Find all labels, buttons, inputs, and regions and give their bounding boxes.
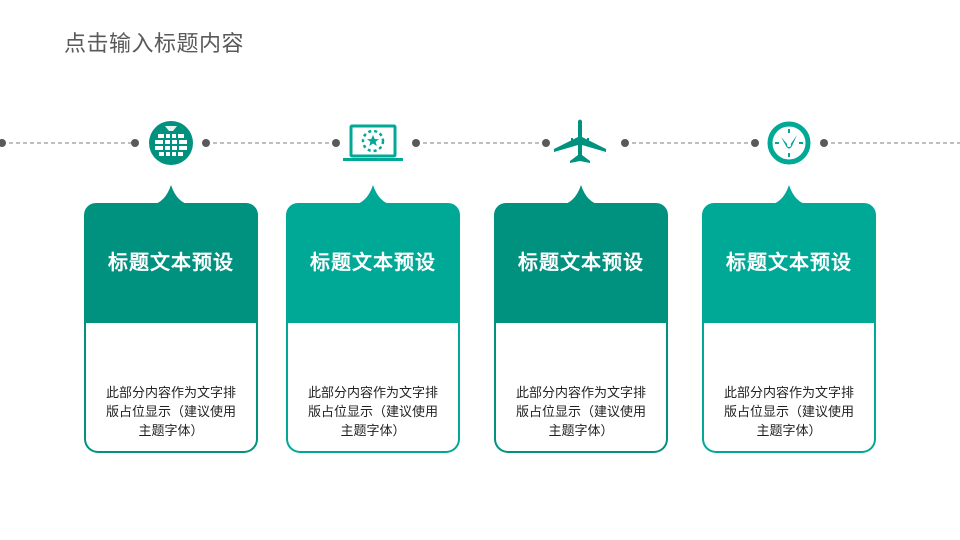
timeline-dot — [332, 139, 340, 147]
clock-icon — [767, 121, 811, 165]
card-header: 标题文本预设 — [494, 203, 668, 323]
timeline-dots — [0, 139, 828, 147]
timeline-dot — [621, 139, 629, 147]
card-body: 此部分内容作为文字排版占位显示（建议使用主题字体） — [702, 323, 876, 453]
card: 标题文本预设 此部分内容作为文字排版占位显示（建议使用主题字体） — [702, 185, 876, 453]
card-text[interactable]: 此部分内容作为文字排版占位显示（建议使用主题字体） — [515, 386, 646, 439]
timeline — [0, 119, 960, 165]
timeline-dot — [751, 139, 759, 147]
card-body: 此部分内容作为文字排版占位显示（建议使用主题字体） — [84, 323, 258, 453]
card-pointer — [561, 185, 601, 205]
card-text[interactable]: 此部分内容作为文字排版占位显示（建议使用主题字体） — [105, 386, 236, 439]
card-heading[interactable]: 标题文本预设 — [518, 249, 644, 274]
card: 标题文本预设 此部分内容作为文字排版占位显示（建议使用主题字体） — [286, 185, 460, 453]
timeline-dot — [412, 139, 420, 147]
timeline-dot — [820, 139, 828, 147]
card-heading[interactable]: 标题文本预设 — [108, 249, 234, 274]
laptop-star-icon — [343, 124, 403, 161]
globe-icon — [149, 121, 193, 165]
card-heading[interactable]: 标题文本预设 — [310, 249, 436, 274]
card-heading[interactable]: 标题文本预设 — [726, 249, 852, 274]
timeline-dot — [0, 139, 6, 147]
card-header: 标题文本预设 — [702, 203, 876, 323]
card: 标题文本预设 此部分内容作为文字排版占位显示（建议使用主题字体） — [494, 185, 668, 453]
card-text[interactable]: 此部分内容作为文字排版占位显示（建议使用主题字体） — [723, 386, 854, 439]
card-pointer — [151, 185, 191, 205]
card-text[interactable]: 此部分内容作为文字排版占位显示（建议使用主题字体） — [307, 386, 438, 439]
card-body: 此部分内容作为文字排版占位显示（建议使用主题字体） — [286, 323, 460, 453]
card: 标题文本预设 此部分内容作为文字排版占位显示（建议使用主题字体） — [84, 185, 258, 453]
page-title[interactable]: 点击输入标题内容 — [64, 32, 245, 57]
timeline-dot — [131, 139, 139, 147]
card-pointer — [353, 185, 393, 205]
timeline-dot — [542, 139, 550, 147]
card-header: 标题文本预设 — [84, 203, 258, 323]
timeline-dot — [202, 139, 210, 147]
airplane-icon — [554, 119, 606, 163]
card-pointer — [769, 185, 809, 205]
card-header: 标题文本预设 — [286, 203, 460, 323]
card-body: 此部分内容作为文字排版占位显示（建议使用主题字体） — [494, 323, 668, 453]
